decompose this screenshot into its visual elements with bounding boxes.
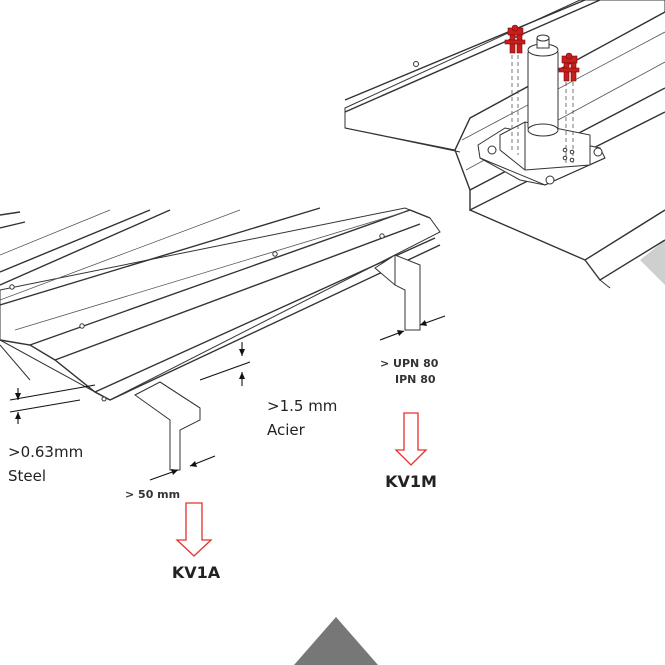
down-arrow-icon [394, 412, 428, 466]
upn-label: > UPN 80 [380, 357, 439, 370]
mounting-post [477, 34, 606, 186]
support-beam-right [374, 254, 421, 331]
down-arrow-icon [175, 502, 213, 557]
roof-panel-left [0, 207, 441, 402]
panel-screw [413, 61, 419, 67]
support-beam-left [134, 381, 201, 471]
acier-thickness-value: >1.5 mm [267, 397, 337, 415]
panel-screw [272, 251, 278, 257]
bolt-icon [504, 24, 526, 54]
steel-thickness-value: >0.63mm [8, 443, 83, 461]
panel-screw [379, 233, 385, 239]
panel-screw [79, 323, 85, 329]
acier-word: Acier [267, 421, 306, 439]
dim-upn-width [379, 315, 446, 341]
dim-steel-width [149, 455, 216, 481]
dim-steel-thickness [9, 384, 96, 424]
corner-shade [640, 240, 665, 285]
panel-screw [9, 284, 15, 290]
product-kv1m: KV1M [385, 472, 437, 491]
product-kv1a: KV1A [172, 563, 221, 582]
steel-thickness-word: Steel [8, 467, 46, 485]
steel-width-label: > 50 mm [125, 488, 180, 501]
dim-acier-thickness [199, 342, 251, 386]
bolt-icon [558, 52, 580, 82]
triangle-up-icon[interactable] [294, 617, 378, 665]
ipn-label: IPN 80 [395, 373, 436, 386]
panel-screw [101, 396, 107, 402]
